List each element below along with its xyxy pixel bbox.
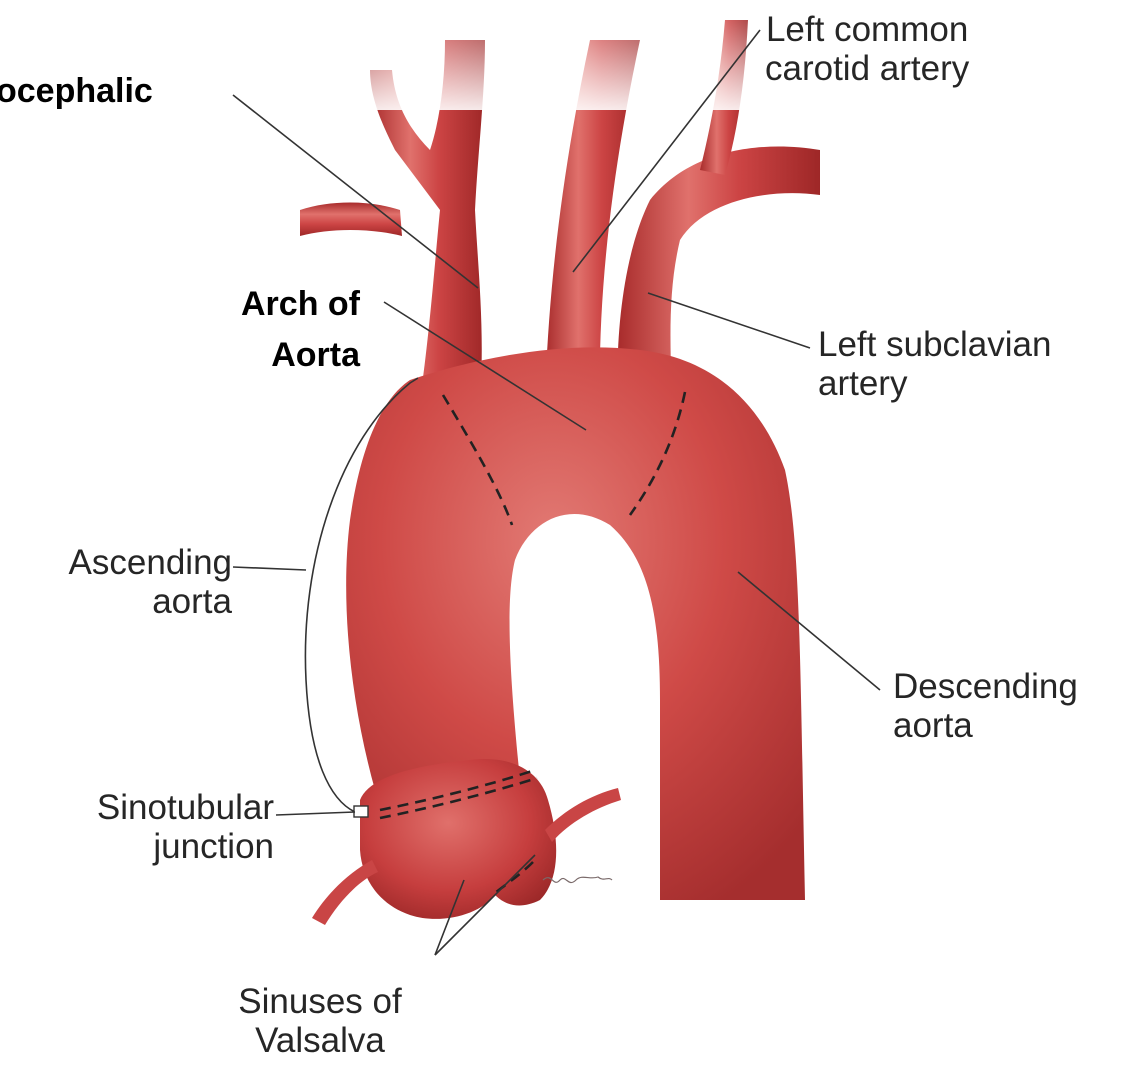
label-sinotubular-junction: Sinotubular junction xyxy=(30,788,274,866)
label-left-subclavian-artery: Left subclavian artery xyxy=(818,325,1051,403)
label-descending-aorta-line-2: aorta xyxy=(893,706,1078,745)
bracket-end-marker xyxy=(354,806,368,817)
label-sinuses-line-2: Valsalva xyxy=(200,1021,440,1060)
label-left-subclavian-line-2: artery xyxy=(818,364,1051,403)
label-sinotubular-line-2: junction xyxy=(30,827,274,866)
label-arch-of-aorta-line-2: Aorta xyxy=(212,330,360,381)
label-sinuses-of-valsalva: Sinuses of Valsalva xyxy=(200,982,440,1060)
label-sinuses-line-1: Sinuses of xyxy=(200,982,440,1021)
label-left-common-carotid-line-2: carotid artery xyxy=(765,49,969,88)
label-left-subclavian-line-1: Left subclavian xyxy=(818,325,1051,364)
aortic-root xyxy=(312,759,621,925)
label-brachiocephalic-line-1: ocephalic xyxy=(0,66,153,117)
label-left-common-carotid-artery: Left common carotid artery xyxy=(765,10,969,88)
label-ascending-aorta-line-2: aorta xyxy=(0,582,232,621)
label-arch-of-aorta-line-1: Arch of xyxy=(212,279,360,330)
label-sinotubular-line-1: Sinotubular xyxy=(30,788,274,827)
label-arch-of-aorta: Arch of Aorta xyxy=(212,279,360,381)
label-ascending-aorta: Ascending aorta xyxy=(0,543,232,621)
label-brachiocephalic: ocephalic xyxy=(0,66,153,117)
aortic-arch xyxy=(346,347,810,1076)
artist-signature xyxy=(543,877,612,883)
label-descending-aorta-line-1: Descending xyxy=(893,667,1078,706)
label-descending-aorta: Descending aorta xyxy=(893,667,1078,745)
label-left-common-carotid-line-1: Left common xyxy=(765,10,969,49)
label-ascending-aorta-line-1: Ascending xyxy=(0,543,232,582)
